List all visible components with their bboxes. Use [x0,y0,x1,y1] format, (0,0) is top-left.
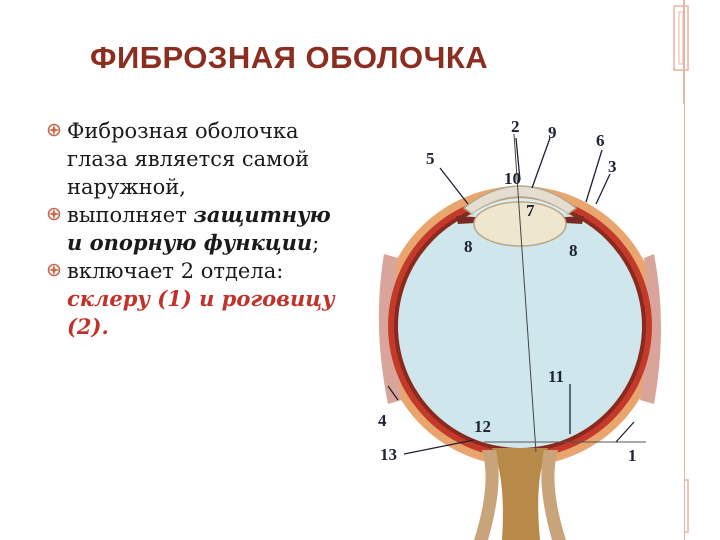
optic-sheath-left-shape [474,450,499,540]
bullet-item: выполняет защитную и опорную функции; [47,201,347,257]
bullet-text: выполняет [67,203,194,227]
bullet-marker-icon [47,207,61,221]
diagram-label-3: 3 [608,157,617,176]
leader-lines [387,137,635,455]
corner-decoration-top [673,5,689,71]
diagram-label-13: 13 [380,445,397,464]
diagram-label-9: 9 [548,123,557,142]
diagram-label-6: 6 [596,131,605,150]
bullet-text: Фиброзная оболочка глаза является самой … [67,119,310,199]
diagram-label-7: 7 [526,201,535,220]
diagram-label-8-left: 8 [464,237,473,256]
optic-sheath-right-shape [541,450,566,540]
diagram-label-1: 1 [628,446,637,465]
visual-axis-line [513,133,537,453]
slide-title: ФИБРОЗНАЯ ОБОЛОЧКА [90,40,489,75]
diagram-label-2: 2 [511,117,520,136]
bullet-marker-icon [47,123,61,137]
diagram-label-8-right: 8 [569,241,578,260]
bullet-tail: ; [312,231,320,255]
optic-nerve-shape [492,448,548,540]
bullet-text: включает 2 отдела: [67,259,284,283]
bullet-tail: . [101,314,109,339]
bullet-item: Фиброзная оболочка глаза является самой … [47,117,347,201]
vitreous-body-shape [398,204,642,448]
diagram-label-10: 10 [504,169,521,188]
bullet-item: включает 2 отдела: склеру (1) и роговицу… [47,257,347,341]
diagram-label-5: 5 [426,149,435,168]
right-border-line [683,0,685,540]
diagram-label-4: 4 [378,411,387,430]
bullet-marker-icon [47,263,61,277]
diagram-label-12: 12 [474,417,491,436]
cornea-shape [462,185,578,215]
bullet-emphasis: защитную и опорную функции [67,202,331,255]
eye-diagram: 1 2 3 4 5 6 7 8 8 9 10 11 12 13 [364,104,684,540]
bullet-list: Фиброзная оболочка глаза является самой … [47,117,347,341]
diagram-label-11: 11 [548,367,564,386]
bullet-highlight: склеру (1) и роговицу (2) [67,286,335,339]
